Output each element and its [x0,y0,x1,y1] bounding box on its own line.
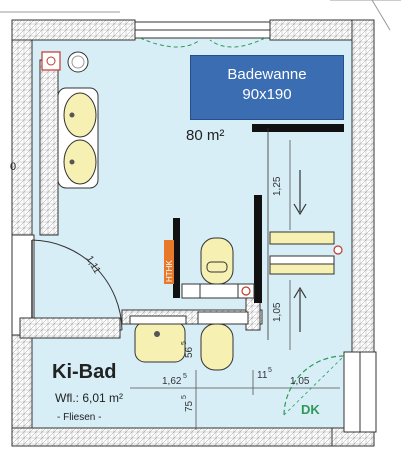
dk-label: DK [301,402,320,417]
room-area: Wfl.: 6,01 m² [55,391,123,405]
diagonal-line [371,0,391,31]
right-wall [351,19,375,356]
dimension-label: 1,05 [290,376,310,387]
toilet-icon [200,323,234,371]
left-wall [11,19,33,431]
room-floor: - Fliesen - [57,412,101,423]
dimension-sup: 5 [183,373,187,380]
dimension-label: 75 [184,400,195,412]
door-swing-arc [31,239,123,331]
wall-segment [173,218,180,298]
vanity-wall [39,59,59,236]
wall-segment [254,195,262,303]
area-fragment-label: 80 m² [186,127,224,144]
hthk-label: HTHK [165,260,174,282]
bathtub-label-box: Badewanne 90x190 [190,55,344,120]
dk-swing-arc [283,355,345,416]
sink-icon [63,92,97,138]
dimension-sup: 5 [268,367,272,374]
dimension-label: 1,05 [272,302,283,322]
shower-drain-icon [67,51,89,73]
hthk-tag [164,240,174,284]
bottom-wall [11,427,355,447]
sink-icon [134,321,186,363]
room-name: Ki-Bad [52,361,116,383]
dimension-label: 1,62 [162,376,182,387]
shelf [269,231,335,245]
top-wall-left [11,19,136,41]
toilet-icon [200,237,234,285]
sink-icon [63,139,97,185]
wall-segment [252,124,344,132]
left-edge-digit: 0 [10,161,16,173]
dimension-label: 11 [257,370,268,381]
dimension-sup: 5 [181,395,188,399]
dimension-sup: 5 [181,341,188,345]
bathtub-size: 90x190 [242,86,292,103]
dimension-label: 56 [184,346,195,358]
dimension-label: 1,25 [272,176,283,196]
outside-area [0,0,55,20]
partition-wall-bottom [19,317,121,339]
bathtub-label: Badewanne [227,66,307,83]
